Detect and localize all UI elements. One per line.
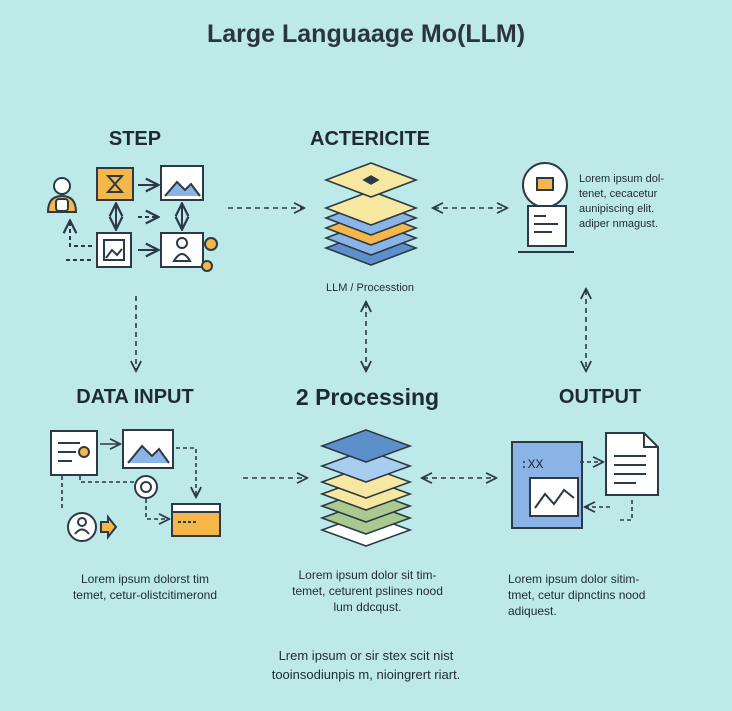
footer-text: Lrem ipsum or sir stex scit nist tooinso… — [200, 646, 532, 684]
processing-line: lum ddcqust. — [333, 600, 402, 614]
landscape-image-icon — [122, 429, 174, 469]
user-avatar-icon — [67, 512, 118, 542]
output-panel-icon — [511, 441, 583, 529]
hourglass-icon — [96, 167, 134, 201]
architecture-label: LLM / Processtion — [325, 282, 415, 294]
heading-architecture: ACTERICITE — [310, 128, 430, 150]
processing-layer-stack — [319, 429, 413, 547]
profile-settings-icon — [160, 232, 218, 272]
document-icon — [50, 430, 98, 476]
top-right-line: adiper nmagust. — [579, 218, 658, 230]
heading-output: OUTPUT — [558, 386, 642, 408]
image-icon — [160, 165, 204, 201]
assistant-document-icon — [518, 162, 574, 253]
output-arrows — [580, 462, 633, 521]
output-line: Lorem ipsum dolor sitim- — [508, 572, 640, 586]
top-right-description: Lorem ipsum dol- tenet, cecacetur aunipi… — [579, 172, 689, 232]
top-right-line: Lorem ipsum dol- — [579, 173, 664, 185]
heading-step: STEP — [108, 128, 162, 150]
output-document-icon — [605, 432, 659, 496]
processing-line: temet, ceturent pslines nood — [292, 584, 443, 598]
output-description: Lorem ipsum dolor sitim- tmet, cetur dip… — [508, 571, 678, 619]
output-line: adiquest. — [508, 604, 557, 618]
target-icon — [134, 475, 158, 499]
output-line: tmet, cetur dipnctins nood — [508, 588, 646, 602]
data-input-line: temet, cetur-olistcitimerond — [72, 588, 218, 602]
processing-line: Lorem ipsum dolor sit tim- — [298, 568, 437, 582]
data-input-line: Lorem ipsum dolorst tim — [80, 572, 210, 586]
data-input-cluster — [50, 429, 221, 542]
data-input-description: Lorem ipsum dolorst tim temet, cetur-oli… — [50, 571, 240, 603]
footer-line: Lrem ipsum or sir stex scit nist — [278, 648, 454, 663]
top-right-line: tenet, cecacetur — [579, 188, 658, 200]
footer-line: tooinsodiunpis m, nioingrert riart. — [271, 667, 461, 682]
connector-lines — [136, 208, 586, 478]
page-title: Large Languaage Mo(LLM) — [206, 20, 526, 48]
heading-processing: 2 Processing — [295, 384, 440, 410]
output-panel-label: :XX — [520, 457, 544, 472]
processing-description: Lorem ipsum dolor sit tim- temet, ceture… — [270, 567, 465, 615]
step-cluster — [46, 165, 218, 272]
heading-data-input: DATA INPUT — [76, 386, 194, 408]
user-icon — [46, 177, 78, 213]
output-cluster — [511, 432, 659, 529]
top-right-line: aunipiscing elit. — [579, 203, 655, 215]
architecture-layer-stack — [323, 162, 419, 266]
picture-icon — [96, 232, 132, 268]
data-input-arrows — [61, 444, 196, 519]
form-card-icon — [171, 503, 221, 537]
